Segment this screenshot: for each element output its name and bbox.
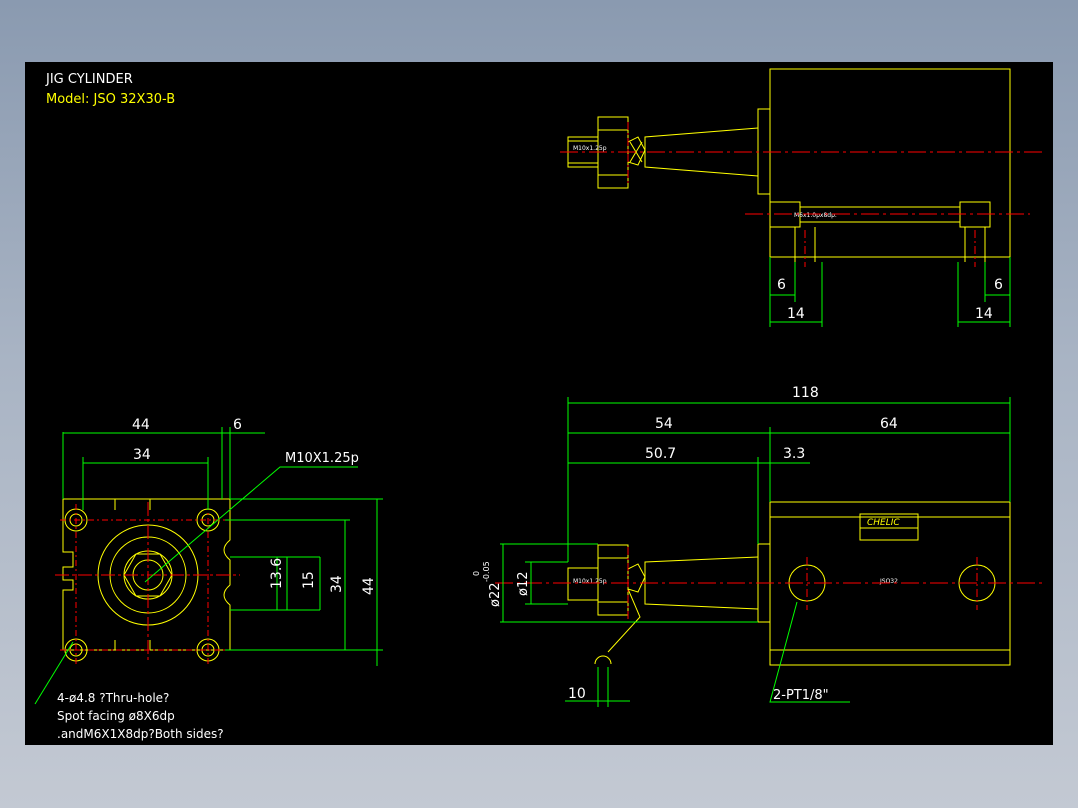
side-dim-bore-dia: ø22 (488, 583, 503, 608)
brand-plate (859, 513, 919, 541)
side-tol-lower: -0.05 (482, 561, 491, 582)
side-rod-thread-label: M10x1.25p (573, 578, 607, 585)
front-thread-callout: M10X1.25p (285, 451, 359, 466)
top-dim-6-right: 6 (994, 277, 1003, 293)
side-dim-wrench: 10 (568, 686, 586, 702)
front-dim-34-side: 34 (329, 575, 345, 593)
side-dim-right: 64 (880, 416, 898, 432)
drawing-title: JIG CYLINDER (45, 72, 133, 87)
cad-drawing: JIG CYLINDER Model: JSO 32X30-B M10x1.25… (34, 68, 1045, 741)
front-view: 44 6 34 13.6 15 34 44 M10X1.25p 4-ø4.8 ?… (34, 417, 383, 741)
brand-name: CHELIC (867, 518, 900, 528)
mount-holes (64, 508, 220, 662)
model-label: Model: JSO 32X30-B (46, 92, 175, 107)
front-dim-44-side: 44 (361, 577, 377, 595)
front-view-body (62, 498, 231, 651)
port-callout: 2-PT1/8" (773, 688, 829, 703)
side-tol-upper: 0 (472, 571, 481, 576)
hole-note-line-2: Spot facing ø8X6dp (57, 709, 175, 723)
top-view-body (769, 68, 1011, 258)
top-dim-14-left: 14 (787, 306, 805, 322)
top-view: M10x1.25p M6x1.0px8dp. 6 14 6 14 (560, 68, 1045, 327)
side-dim-rod-dia: ø12 (516, 572, 531, 597)
side-dim-rod: 50.7 (645, 446, 676, 462)
front-dim-15: 15 (301, 571, 317, 589)
front-dim-44-top: 44 (132, 417, 150, 433)
top-dim-14-right: 14 (975, 306, 993, 322)
side-model-mark: JSO32 (879, 578, 898, 585)
hole-note-line-1: 4-ø4.8 ?Thru-hole? (57, 691, 169, 705)
front-dim-34-top: 34 (133, 447, 151, 463)
side-dim-overall: 118 (792, 385, 819, 401)
top-dim-6-left: 6 (777, 277, 786, 293)
top-rod-thread-label: M10x1.25p (573, 145, 607, 152)
side-view: CHELIC JSO32 M10x1.25p 118 54 64 50.7 (472, 385, 1045, 707)
drawing-sheet: JIG CYLINDER Model: JSO 32X30-B M10x1.25… (25, 62, 1053, 745)
front-dim-6: 6 (233, 417, 242, 433)
top-mount-thread-label: M6x1.0px8dp. (794, 212, 837, 219)
side-dim-left: 54 (655, 416, 673, 432)
side-dim-gap: 3.3 (783, 446, 805, 462)
hole-note-line-3: .andM6X1X8dp?Both sides? (57, 727, 224, 741)
front-dim-13-6: 13.6 (269, 558, 285, 589)
